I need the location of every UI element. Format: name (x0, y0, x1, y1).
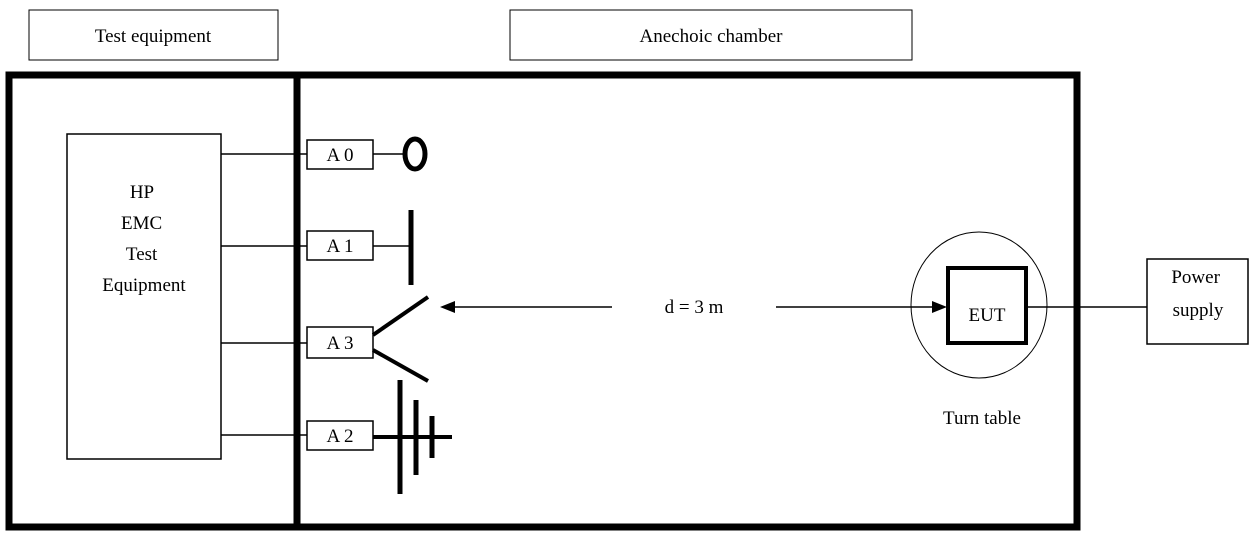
turn-table-circle (910, 231, 1048, 379)
eut-box (946, 266, 1028, 345)
antenna-a2-label: A 2 (327, 426, 354, 447)
anechoic-chamber-header-box (509, 9, 913, 61)
antenna-a3-box (306, 326, 374, 359)
antenna-a3-label: A 3 (327, 333, 354, 354)
hp-emc-test-equipment-box (66, 133, 222, 460)
test-equipment-header-box (28, 9, 279, 61)
log-periodic-antenna-icon (373, 380, 452, 494)
turn-table-label: Turn table (943, 408, 1021, 429)
eut-label: EUT (969, 305, 1006, 326)
antenna-a1-label: A 1 (327, 236, 354, 257)
distance-arrow-left (440, 301, 612, 313)
anechoic-chamber-frame (293, 71, 1081, 531)
hp-emc-test-equipment-label: HP EMC Test Equipment (102, 182, 186, 296)
antenna-a0-label: A 0 (327, 145, 354, 166)
antenna-a0-box (306, 139, 374, 170)
loop-antenna-icon (402, 136, 428, 172)
horn-antenna-icon (371, 295, 430, 383)
power-supply-box (1146, 258, 1249, 345)
anechoic-chamber-header: Anechoic chamber (640, 26, 784, 47)
power-supply-label: Power supply (1171, 267, 1224, 321)
distance-label: d = 3 m (665, 297, 724, 318)
equipment-cables (221, 153, 307, 436)
test-equipment-header: Test equipment (95, 26, 212, 47)
distance-arrow-right (776, 301, 947, 313)
antenna-a1-box (306, 230, 374, 261)
